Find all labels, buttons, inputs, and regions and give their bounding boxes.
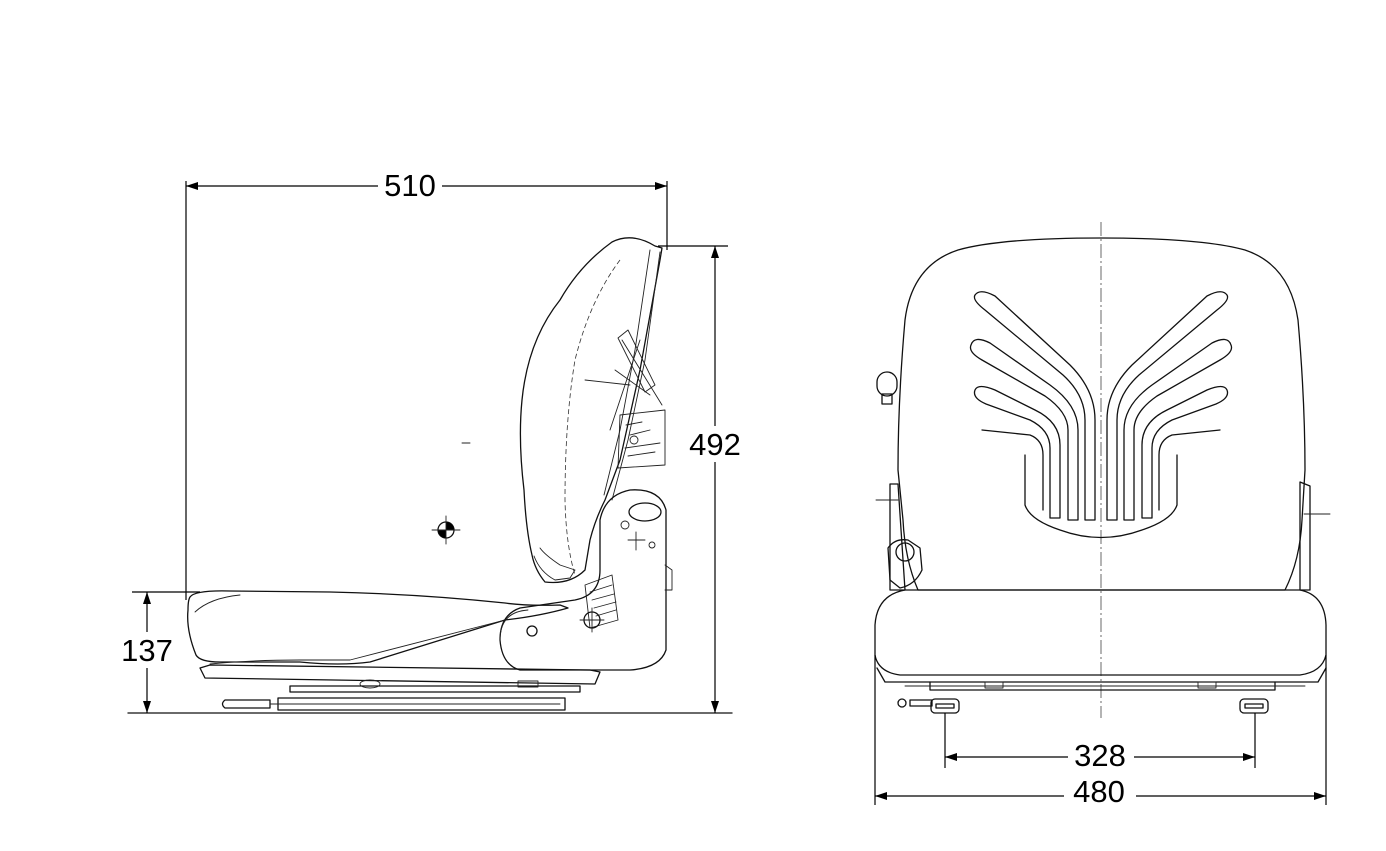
front-adjust-knob bbox=[876, 371, 898, 405]
front-rib-left-1 bbox=[973, 291, 1096, 521]
front-seat-cushion bbox=[874, 589, 1327, 676]
front-mount-left bbox=[897, 698, 960, 714]
front-rib-right-3 bbox=[1141, 385, 1229, 519]
dimension-overall-length: 510 bbox=[185, 168, 668, 600]
side-seat-pan-base bbox=[199, 664, 601, 685]
front-right-bracket bbox=[1299, 481, 1331, 591]
dimension-mount-spacing: 328 bbox=[944, 713, 1256, 773]
front-rib-right-1 bbox=[1106, 291, 1229, 521]
dimension-overall-width: 480 bbox=[874, 655, 1327, 812]
dimension-label-328: 328 bbox=[1074, 738, 1126, 773]
front-rib-left-4 bbox=[981, 429, 1044, 511]
front-rib-left-2 bbox=[969, 338, 1079, 521]
side-backrest bbox=[519, 237, 663, 584]
front-backrest bbox=[897, 237, 1306, 591]
dimension-label-480: 480 bbox=[1073, 774, 1125, 809]
side-cog-marker bbox=[431, 515, 461, 545]
dimension-label-137: 137 bbox=[121, 633, 173, 668]
side-hinge-bracket bbox=[499, 489, 667, 671]
side-seat-cushion bbox=[187, 590, 569, 665]
front-left-hinge bbox=[875, 483, 923, 591]
front-rib-right-2 bbox=[1123, 338, 1233, 521]
front-rib-right-4 bbox=[1158, 429, 1221, 511]
dimension-label-510: 510 bbox=[384, 168, 436, 203]
dimension-seat-height: 137 bbox=[118, 591, 200, 713]
dimension-label-492: 492 bbox=[689, 427, 741, 462]
seat-front-view bbox=[874, 222, 1331, 718]
front-rib-left-3 bbox=[973, 385, 1061, 519]
dimension-overall-height: 492 bbox=[658, 245, 744, 713]
seat-side-view bbox=[127, 237, 733, 714]
side-slide-rail bbox=[221, 697, 566, 711]
front-mount-right bbox=[1239, 698, 1269, 714]
